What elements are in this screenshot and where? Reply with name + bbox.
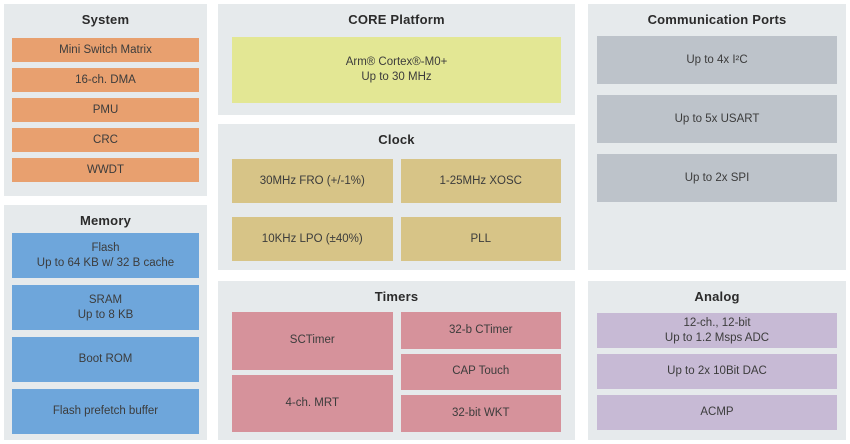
timers-title: Timers bbox=[374, 289, 419, 304]
block-pmu: PMU bbox=[12, 98, 199, 122]
panel-system: System Mini Switch Matrix 16-ch. DMA PMU… bbox=[4, 4, 207, 196]
block-sctimer: SCTimer bbox=[232, 312, 393, 370]
block-acmp: ACMP bbox=[597, 395, 837, 430]
memory-title: Memory bbox=[79, 213, 132, 228]
panel-clock: Clock 30MHz FRO (+/-1%) 1-25MHz XOSC 10K… bbox=[218, 124, 575, 270]
analog-title: Analog bbox=[694, 289, 740, 304]
panel-analog: Analog 12-ch., 12-bit Up to 1.2 Msps ADC… bbox=[588, 281, 846, 440]
middle-column: CORE Platform Arm® Cortex®-M0+ Up to 30 … bbox=[218, 4, 575, 440]
right-column: Communication Ports Up to 4x I²C Up to 5… bbox=[588, 4, 846, 440]
block-ctimer: 32-b CTimer bbox=[400, 312, 561, 349]
panel-core-platform: CORE Platform Arm® Cortex®-M0+ Up to 30 … bbox=[218, 4, 575, 115]
memory-blocks: Flash Up to 64 KB w/ 32 B cache SRAM Up … bbox=[12, 233, 199, 434]
clock-title: Clock bbox=[378, 132, 415, 147]
block-mini-switch-matrix: Mini Switch Matrix bbox=[12, 38, 199, 62]
block-sram: SRAM Up to 8 KB bbox=[12, 285, 199, 330]
block-flash-prefetch-buffer: Flash prefetch buffer bbox=[12, 389, 199, 434]
block-mrt: 4-ch. MRT bbox=[232, 374, 393, 432]
block-lpo: 10KHz LPO (±40%) bbox=[232, 217, 393, 261]
block-dma: 16-ch. DMA bbox=[12, 68, 199, 92]
timers-left-subcolumn: SCTimer 4-ch. MRT bbox=[232, 312, 393, 432]
block-wwdt: WWDT bbox=[12, 158, 199, 182]
panel-timers: Timers SCTimer 4-ch. MRT 32-b CTimer CAP… bbox=[218, 281, 575, 440]
panel-communication-ports: Communication Ports Up to 4x I²C Up to 5… bbox=[588, 4, 846, 270]
panel-memory: Memory Flash Up to 64 KB w/ 32 B cache S… bbox=[4, 205, 207, 440]
left-column: System Mini Switch Matrix 16-ch. DMA PMU… bbox=[4, 4, 207, 440]
block-fro: 30MHz FRO (+/-1%) bbox=[232, 159, 393, 203]
block-boot-rom: Boot ROM bbox=[12, 337, 199, 382]
block-wkt: 32-bit WKT bbox=[400, 395, 561, 432]
core-blocks: Arm® Cortex®-M0+ Up to 30 MHz bbox=[232, 37, 561, 103]
communication-ports-title: Communication Ports bbox=[647, 12, 787, 27]
block-crc: CRC bbox=[12, 128, 199, 152]
core-platform-title: CORE Platform bbox=[348, 12, 445, 27]
block-cortex-m0plus: Arm® Cortex®-M0+ Up to 30 MHz bbox=[232, 37, 561, 103]
block-i2c: Up to 4x I²C bbox=[597, 36, 837, 84]
block-adc: 12-ch., 12-bit Up to 1.2 Msps ADC bbox=[597, 313, 837, 348]
block-usart: Up to 5x USART bbox=[597, 95, 837, 143]
block-xosc: 1-25MHz XOSC bbox=[400, 159, 561, 203]
block-flash: Flash Up to 64 KB w/ 32 B cache bbox=[12, 233, 199, 278]
block-dac: Up to 2x 10Bit DAC bbox=[597, 354, 837, 389]
block-spi: Up to 2x SPI bbox=[597, 154, 837, 202]
block-cap-touch: CAP Touch bbox=[400, 353, 561, 391]
system-title: System bbox=[81, 12, 130, 27]
timers-blocks: SCTimer 4-ch. MRT 32-b CTimer CAP Touch … bbox=[232, 312, 561, 432]
communication-blocks: Up to 4x I²C Up to 5x USART Up to 2x SPI bbox=[597, 36, 837, 202]
analog-blocks: 12-ch., 12-bit Up to 1.2 Msps ADC Up to … bbox=[597, 313, 837, 430]
block-pll: PLL bbox=[400, 217, 561, 261]
timers-right-subcolumn: 32-b CTimer CAP Touch 32-bit WKT bbox=[400, 312, 561, 432]
system-blocks: Mini Switch Matrix 16-ch. DMA PMU CRC WW… bbox=[12, 38, 199, 182]
clock-blocks: 30MHz FRO (+/-1%) 1-25MHz XOSC 10KHz LPO… bbox=[232, 159, 561, 261]
